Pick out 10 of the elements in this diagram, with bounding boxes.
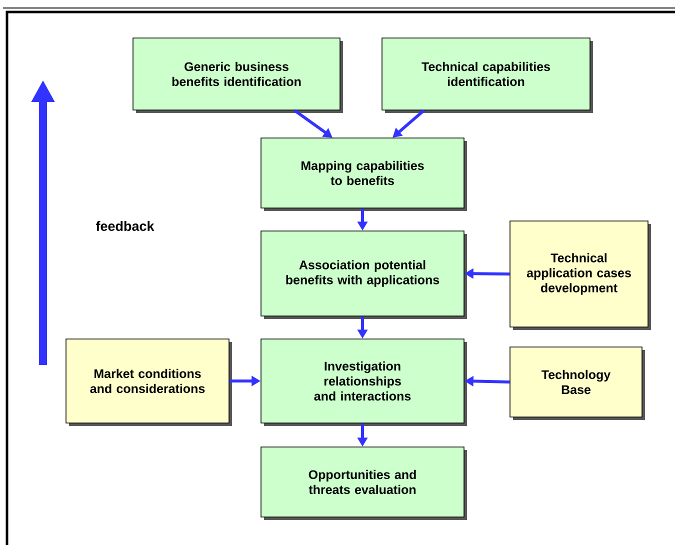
input-box: Technical application cases development <box>510 220 651 330</box>
process-box: Association potential benefits with applications <box>260 230 467 319</box>
process-box: Investigation relationships and interactions <box>260 338 467 426</box>
process-box: Opportunities and threats evaluation <box>260 446 467 520</box>
text-label: feedback <box>96 221 154 231</box>
process-box: Generic business benefits identification <box>132 38 343 113</box>
process-box: Technical capabilities identification <box>382 38 593 113</box>
input-box: Market conditions and considerations <box>66 338 232 426</box>
process-box: Mapping capabilities to benefits <box>260 138 467 211</box>
input-box: Technology Base <box>510 346 645 420</box>
